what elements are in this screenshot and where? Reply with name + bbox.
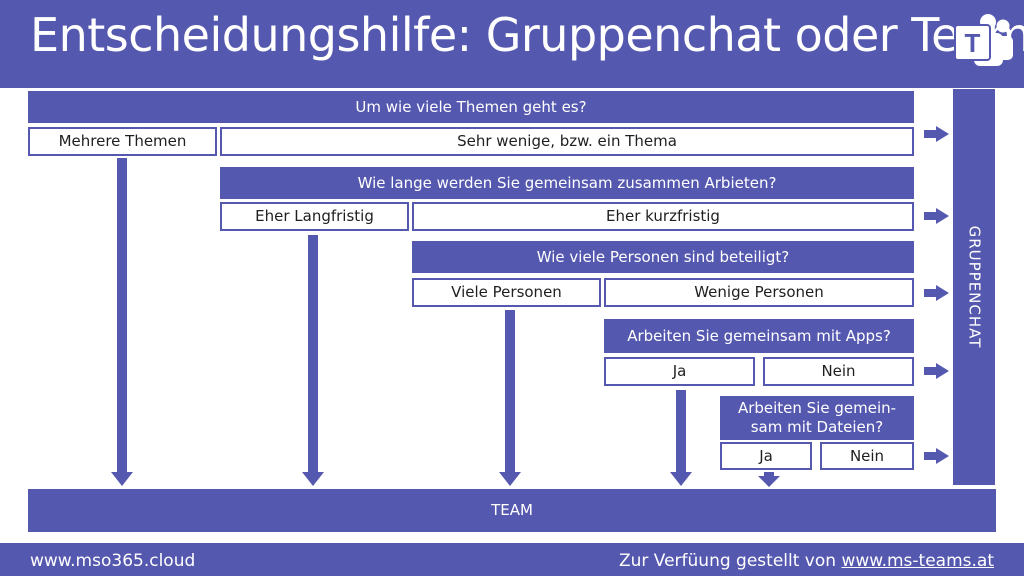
microsoft-teams-logo-icon: T bbox=[954, 14, 1013, 66]
answer-files-no: Nein bbox=[820, 442, 914, 470]
arrow-down-multiple-topics-to-team bbox=[111, 158, 133, 486]
answer-apps-yes: Ja bbox=[604, 357, 755, 386]
question-topics: Um wie viele Themen geht es? bbox=[28, 91, 914, 123]
arrow-down-many-people-to-team bbox=[499, 310, 521, 486]
footer-bar: www.mso365.cloud Zur Verfüung gestellt v… bbox=[0, 543, 1024, 576]
question-apps: Arbeiten Sie gemeinsam mit Apps? bbox=[604, 319, 914, 353]
outcome-gruppenchat-label-wrap: GRUPPENCHAT bbox=[953, 89, 995, 485]
footer-credit-text: Zur Verfüung gestellt von bbox=[618, 551, 842, 571]
arrow-down-long-term-to-team bbox=[302, 235, 324, 486]
arrow-right-apps-no-to-gruppenchat bbox=[924, 363, 949, 379]
outcome-gruppenchat-label: GRUPPENCHAT bbox=[965, 225, 984, 349]
arrow-down-apps-yes-to-team bbox=[670, 390, 692, 486]
outcome-gruppenchat bbox=[953, 89, 995, 485]
header-bar: Entscheidungshilfe: Gruppenchat oder Tea… bbox=[0, 0, 1024, 88]
answer-few-topics: Sehr wenige, bzw. ein Thema bbox=[220, 127, 914, 156]
footer-credit: Zur Verfüung gestellt von www.ms-teams.a… bbox=[619, 551, 994, 571]
question-files: Arbeiten Sie gemein- sam mit Dateien? bbox=[720, 396, 914, 440]
answer-many-people: Viele Personen bbox=[412, 278, 601, 307]
footer-website: www.mso365.cloud bbox=[30, 551, 196, 571]
answer-apps-no: Nein bbox=[763, 357, 914, 386]
answer-files-yes: Ja bbox=[720, 442, 812, 470]
answer-short-term: Eher kurzfristig bbox=[412, 202, 914, 231]
answer-long-term: Eher Langfristig bbox=[220, 202, 409, 231]
logo-letter: T bbox=[965, 28, 981, 58]
arrow-right-few-people-to-gruppenchat bbox=[924, 285, 949, 301]
question-people: Wie viele Personen sind beteiligt? bbox=[412, 241, 914, 273]
answer-multiple-topics: Mehrere Themen bbox=[28, 127, 217, 156]
arrow-right-files-no-to-gruppenchat bbox=[924, 448, 949, 464]
page-title: Entscheidungshilfe: Gruppenchat oder Tea… bbox=[30, 8, 1024, 62]
question-files-line-1: Arbeiten Sie gemein- bbox=[737, 399, 897, 418]
question-files-line-2: sam mit Dateien? bbox=[750, 418, 884, 436]
footer-credit-link[interactable]: www.ms-teams.at bbox=[841, 551, 994, 571]
arrow-down-files-yes-to-team bbox=[758, 472, 780, 487]
answer-few-people: Wenige Personen bbox=[604, 278, 914, 307]
arrow-right-few-topics-to-gruppenchat bbox=[924, 126, 949, 142]
outcome-team: TEAM bbox=[28, 489, 996, 532]
question-duration: Wie lange werden Sie gemeinsam zusammen … bbox=[220, 167, 914, 199]
arrow-right-short-term-to-gruppenchat bbox=[924, 208, 949, 224]
